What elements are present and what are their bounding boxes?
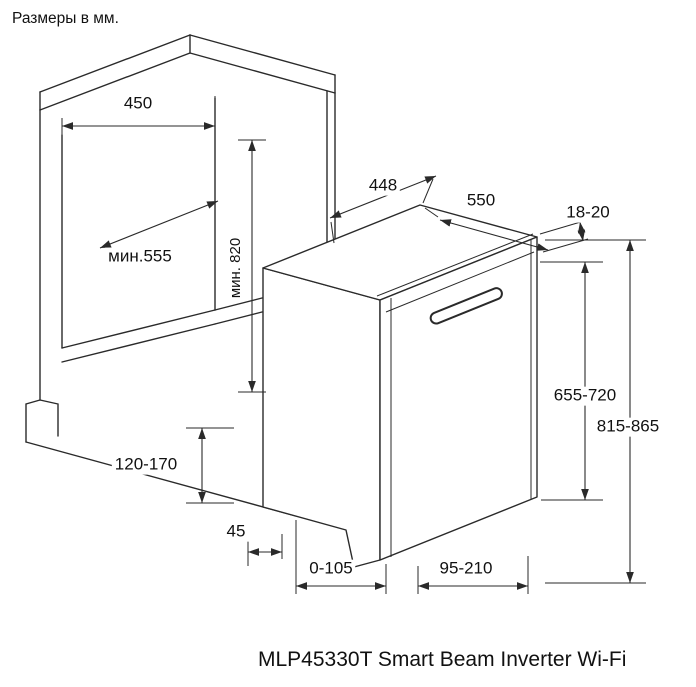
- floor-line: [25, 441, 297, 517]
- dim-label-overall-height: 815-865: [593, 417, 663, 437]
- dim-label-plinth-height: 120-170: [111, 455, 181, 475]
- cabinet-plinth-step: [25, 399, 41, 443]
- ext-1820-top: [539, 220, 585, 235]
- dimension-lines: [61, 96, 646, 594]
- countertop-left-top-edge: [39, 34, 191, 93]
- ext-550-left: [424, 207, 439, 218]
- door-handle: [429, 287, 503, 325]
- dim-label-facade-thickness: 18-20: [563, 203, 613, 223]
- dim-label-plinth-min-recess: 45: [223, 522, 249, 542]
- dim-label-plinth-recess-range: 95-210: [436, 559, 496, 579]
- dishwasher-door-face: [379, 236, 538, 561]
- dishwasher: [262, 204, 538, 568]
- dim-label-facade-bottom-range: 0-105: [306, 559, 356, 579]
- niche-floor-thickness-edge: [61, 323, 216, 363]
- ext-1820-bottom: [542, 238, 589, 253]
- counter-cabinet: [25, 34, 336, 517]
- door-top-edge-line: [385, 251, 535, 313]
- countertop-front-top-edge: [189, 34, 336, 76]
- countertop-left-bottom-edge: [39, 52, 191, 111]
- ext-448-left: [330, 221, 335, 244]
- dim-line-1820: [577, 221, 586, 242]
- dim-label-niche-height-min: мин. 820: [227, 234, 245, 302]
- dim-label-appliance-width: 448: [365, 176, 401, 196]
- dim-label-niche-depth-min: мин.555: [105, 247, 175, 267]
- ext-448-right: [422, 178, 434, 204]
- dim-label-appliance-depth: 550: [463, 191, 499, 211]
- model-caption: MLP45330T Smart Beam Inverter Wi-Fi: [258, 648, 627, 671]
- countertop-front-bottom-edge: [189, 52, 336, 94]
- dim-line-550: [439, 219, 549, 251]
- dim-label-niche-width: 450: [120, 94, 156, 114]
- dim-line-min555: [99, 200, 219, 249]
- dishwasher-left-side-face: [262, 267, 381, 568]
- dim-label-facade-height: 655-720: [550, 386, 620, 406]
- units-note: Размеры в мм.: [12, 10, 119, 27]
- niche-floor-front-edge: [61, 309, 216, 349]
- cabinet-plinth-face: [39, 399, 59, 437]
- niche-floor-extension-bottom: [214, 311, 263, 325]
- dim-line-448: [329, 175, 437, 219]
